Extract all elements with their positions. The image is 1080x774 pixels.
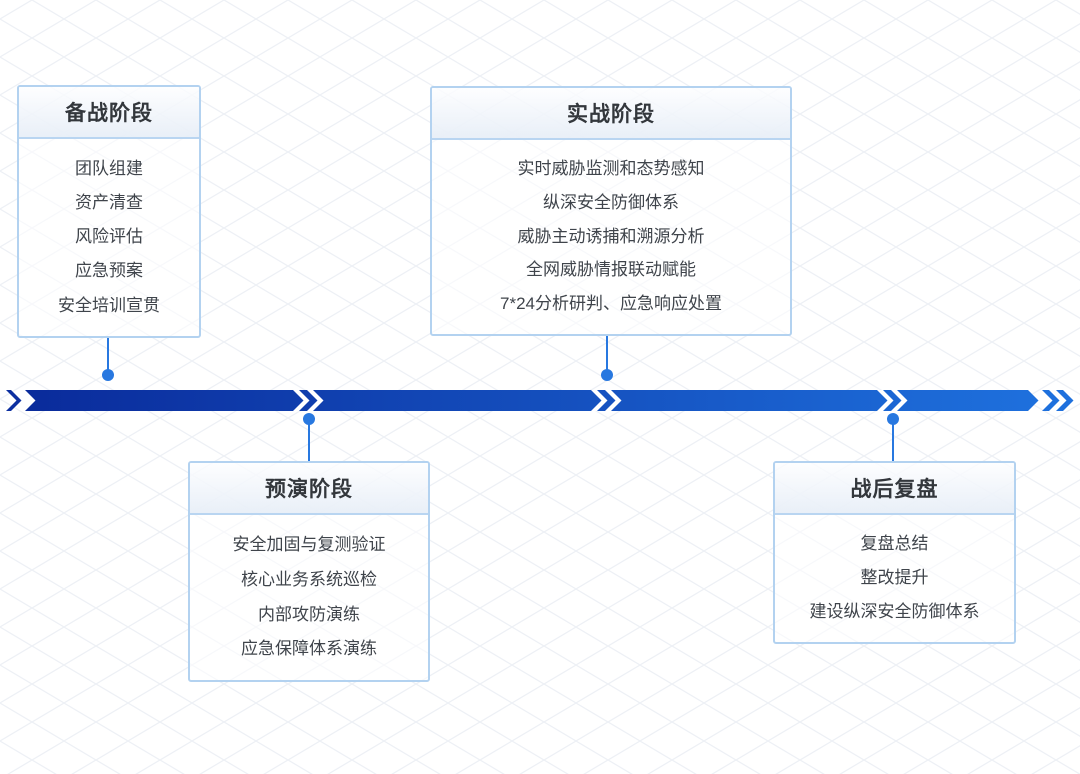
timeline-break-chevron-icon (307, 390, 324, 411)
phase-item: 建设纵深安全防御体系 (809, 602, 980, 622)
phase-item: 纵深安全防御体系 (543, 193, 679, 213)
timeline-break-chevron-icon (891, 390, 908, 411)
phase-card-combat: 实战阶段 实时威胁监测和态势感知 纵深安全防御体系 威胁主动诱捕和溯源分析 全网… (430, 86, 792, 336)
phase-card-body: 安全加固与复测验证 核心业务系统巡检 内部攻防演练 应急保障体系演练 (190, 515, 428, 680)
timeline-break-chevron-icon (591, 390, 608, 411)
timeline-break-chevron-icon (877, 390, 894, 411)
phase-item: 应急预案 (75, 261, 143, 281)
phase-card-header: 战后复盘 (775, 463, 1014, 515)
timeline-arrow-bar (6, 390, 1074, 411)
phase-item: 资产清查 (75, 193, 143, 213)
phase-title: 预演阶段 (265, 478, 353, 501)
phase-item: 安全加固与复测验证 (232, 535, 386, 555)
phase-item: 7*24分析研判、应急响应处置 (500, 294, 722, 314)
timeline-leading-chevron-icon (6, 390, 22, 411)
phase-card-header: 备战阶段 (19, 87, 199, 139)
phase-item: 核心业务系统巡检 (241, 569, 377, 589)
connector-line-combat (606, 336, 608, 371)
phase-item: 应急保障体系演练 (241, 639, 377, 659)
phase-card-review: 战后复盘 复盘总结 整改提升 建设纵深安全防御体系 (773, 461, 1016, 644)
phase-item: 复盘总结 (860, 534, 929, 554)
phase-item: 风险评估 (75, 227, 143, 247)
phase-title: 战后复盘 (850, 478, 939, 501)
timeline-bar (25, 390, 1039, 411)
phase-item: 整改提升 (860, 568, 929, 588)
phase-item: 威胁主动诱捕和溯源分析 (517, 226, 705, 246)
connector-line-review (892, 424, 894, 461)
connector-line-rehearsal (308, 424, 310, 461)
phase-item: 团队组建 (75, 158, 143, 178)
connector-dot-rehearsal (303, 413, 315, 425)
connector-line-preparation (107, 338, 109, 371)
phase-card-header: 实战阶段 (432, 88, 790, 140)
phase-card-body: 实时威胁监测和态势感知 纵深安全防御体系 威胁主动诱捕和溯源分析 全网威胁情报联… (432, 140, 790, 334)
timeline-break-chevron-icon (605, 390, 622, 411)
phase-card-body: 团队组建 资产清查 风险评估 应急预案 安全培训宣贯 (19, 139, 199, 336)
timeline-trailing-chevron-icon (1056, 390, 1074, 411)
phase-item: 内部攻防演练 (258, 604, 360, 624)
phase-title: 实战阶段 (567, 103, 655, 126)
timeline-break-chevron-icon (293, 390, 310, 411)
phase-item: 全网威胁情报联动赋能 (526, 260, 696, 280)
phase-card-preparation: 备战阶段 团队组建 资产清查 风险评估 应急预案 安全培训宣贯 (17, 85, 201, 338)
phase-title: 备战阶段 (65, 102, 153, 125)
phase-card-header: 预演阶段 (190, 463, 428, 515)
phase-card-rehearsal: 预演阶段 安全加固与复测验证 核心业务系统巡检 内部攻防演练 应急保障体系演练 (188, 461, 430, 682)
phase-card-body: 复盘总结 整改提升 建设纵深安全防御体系 (775, 515, 1014, 642)
phase-item: 实时威胁监测和态势感知 (517, 159, 705, 179)
connector-dot-review (887, 413, 899, 425)
connector-dot-preparation (102, 369, 114, 381)
connector-dot-combat (601, 369, 613, 381)
timeline-trailing-chevron-icon (1042, 390, 1060, 411)
phase-item: 安全培训宣贯 (58, 295, 160, 315)
